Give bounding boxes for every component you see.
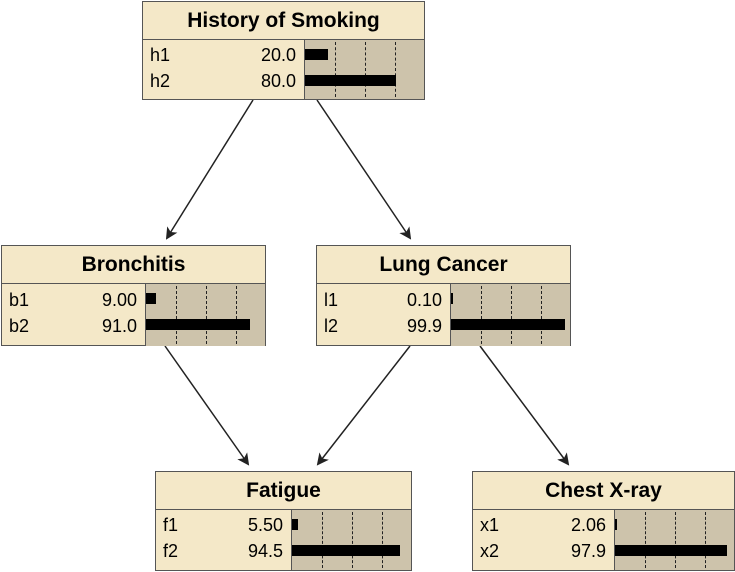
node-chest-x-ray[interactable]: Chest X-ray x1 2.06 x2 97.9 (472, 471, 735, 571)
state-probability: 9.00 (101, 290, 137, 310)
bar-panel (450, 284, 570, 346)
probability-bar (451, 319, 565, 330)
state-probability: 97.9 (570, 541, 606, 561)
state-row: l1 0.10 (317, 287, 570, 313)
edge-lungcancer-fatigue (316, 345, 411, 466)
bar-panel (291, 510, 411, 570)
state-label: b1 (9, 290, 30, 310)
state-label: x1 (480, 515, 500, 535)
state-label: l1 (324, 290, 339, 310)
bar-panel (304, 40, 424, 99)
gridline-2 (352, 512, 353, 568)
gridline-2 (511, 286, 512, 344)
state-row: x1 2.06 (473, 512, 734, 538)
state-label: x2 (480, 541, 500, 561)
edge-smoking-lungcancer (316, 99, 412, 240)
probability-bar (146, 293, 156, 304)
gridline-1 (335, 42, 336, 97)
edge-lungcancer-xray (479, 345, 570, 466)
gridline-2 (206, 286, 207, 344)
state-label: f1 (163, 515, 179, 535)
gridline-3 (382, 512, 383, 568)
state-probability: 5.50 (247, 515, 283, 535)
state-probability: 2.06 (570, 515, 606, 535)
bar-panel (145, 284, 265, 346)
state-probability: 99.9 (406, 316, 442, 336)
state-row: b1 9.00 (2, 287, 265, 313)
node-title: History of Smoking (143, 2, 424, 40)
state-probability: 0.10 (406, 290, 442, 310)
gridline-2 (365, 42, 366, 97)
gridline-3 (395, 42, 396, 97)
probability-bar (305, 49, 328, 60)
probability-bar (146, 319, 250, 330)
node-title: Bronchitis (2, 246, 265, 284)
state-probability: 91.0 (101, 316, 137, 336)
gridline-1 (481, 286, 482, 344)
probability-bar (615, 519, 617, 530)
gridline-1 (176, 286, 177, 344)
probability-bar (451, 293, 453, 304)
state-label: h2 (150, 71, 171, 91)
state-row: f2 94.5 (156, 538, 411, 564)
probability-bar (615, 545, 727, 556)
node-lung-cancer[interactable]: Lung Cancer l1 0.10 l2 99.9 (316, 245, 571, 346)
state-label: l2 (324, 316, 339, 336)
node-states: x1 2.06 x2 97.9 (473, 510, 734, 570)
node-title: Fatigue (156, 472, 411, 510)
gridline-3 (541, 286, 542, 344)
state-label: b2 (9, 316, 30, 336)
probability-bar (305, 75, 396, 86)
gridline-3 (236, 286, 237, 344)
state-row: x2 97.9 (473, 538, 734, 564)
state-row: h2 80.0 (143, 68, 424, 94)
state-label: f2 (163, 541, 179, 561)
state-probability: 94.5 (247, 541, 283, 561)
gridline-3 (705, 512, 706, 568)
gridline-1 (645, 512, 646, 568)
state-probability: 20.0 (260, 45, 296, 65)
state-row: b2 91.0 (2, 313, 265, 339)
node-title: Lung Cancer (317, 246, 570, 284)
gridline-1 (322, 512, 323, 568)
node-states: h1 20.0 h2 80.0 (143, 40, 424, 99)
node-history-of-smoking[interactable]: History of Smoking h1 20.0 h2 80.0 (142, 1, 425, 100)
node-states: l1 0.10 l2 99.9 (317, 284, 570, 346)
probability-bar (292, 545, 400, 556)
state-row: h1 20.0 (143, 42, 424, 68)
node-states: f1 5.50 f2 94.5 (156, 510, 411, 570)
node-states: b1 9.00 b2 91.0 (2, 284, 265, 346)
probability-bar (292, 519, 298, 530)
node-bronchitis[interactable]: Bronchitis b1 9.00 b2 91.0 (1, 245, 266, 346)
node-title: Chest X-ray (473, 472, 734, 510)
bar-panel (614, 510, 734, 570)
node-fatigue[interactable]: Fatigue f1 5.50 f2 94.5 (155, 471, 412, 571)
state-probability: 80.0 (260, 71, 296, 91)
edge-smoking-bronchitis (165, 99, 254, 240)
gridline-2 (675, 512, 676, 568)
state-row: l2 99.9 (317, 313, 570, 339)
state-row: f1 5.50 (156, 512, 411, 538)
state-label: h1 (150, 45, 171, 65)
edge-bronchitis-fatigue (164, 345, 250, 466)
